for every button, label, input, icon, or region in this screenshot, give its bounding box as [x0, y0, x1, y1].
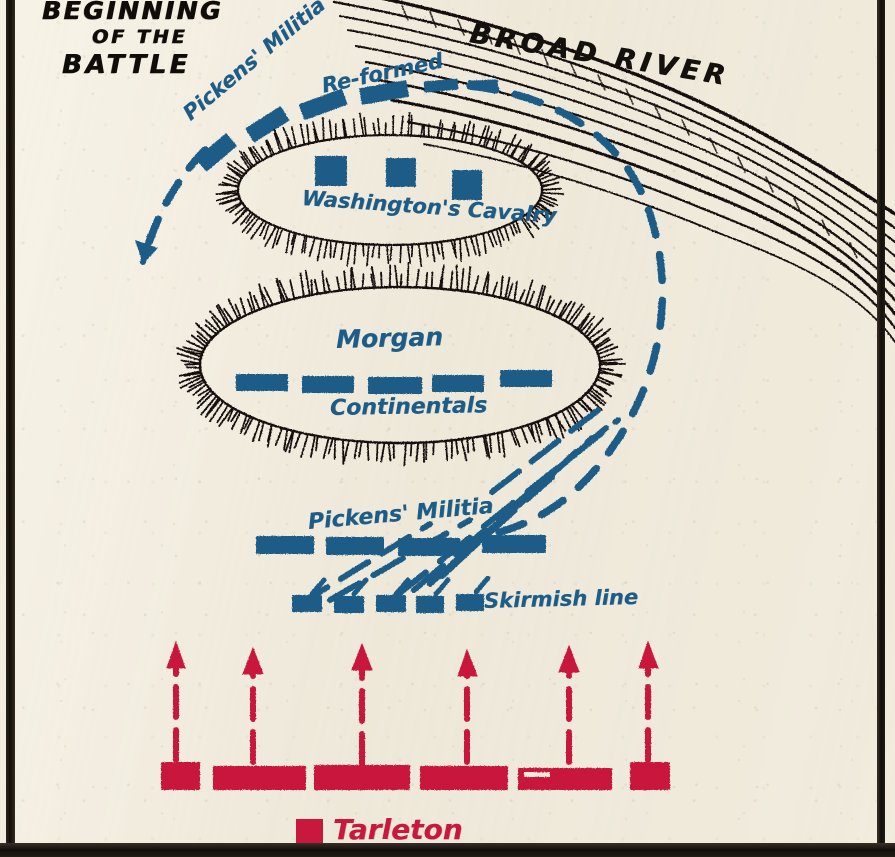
hill-washingtons-cavalry [216, 113, 563, 266]
unit-group-continentals [236, 370, 552, 394]
retreat-arrowhead [135, 236, 158, 264]
scan-border-bottom [0, 843, 895, 857]
british-advance-arrows [167, 642, 658, 764]
unit-group-pickens-militia [256, 535, 546, 556]
unit-group-washingtons-cavalry [315, 156, 482, 200]
unit-group-tarleton [161, 762, 670, 790]
legend-color-swatch-tarleton [296, 819, 323, 844]
scan-border-right [877, 0, 885, 857]
scan-border-left [6, 0, 15, 857]
unit-group-skirmish-line [292, 594, 484, 613]
militia-retreat-lines [300, 404, 618, 604]
hill-morgan [177, 263, 625, 466]
